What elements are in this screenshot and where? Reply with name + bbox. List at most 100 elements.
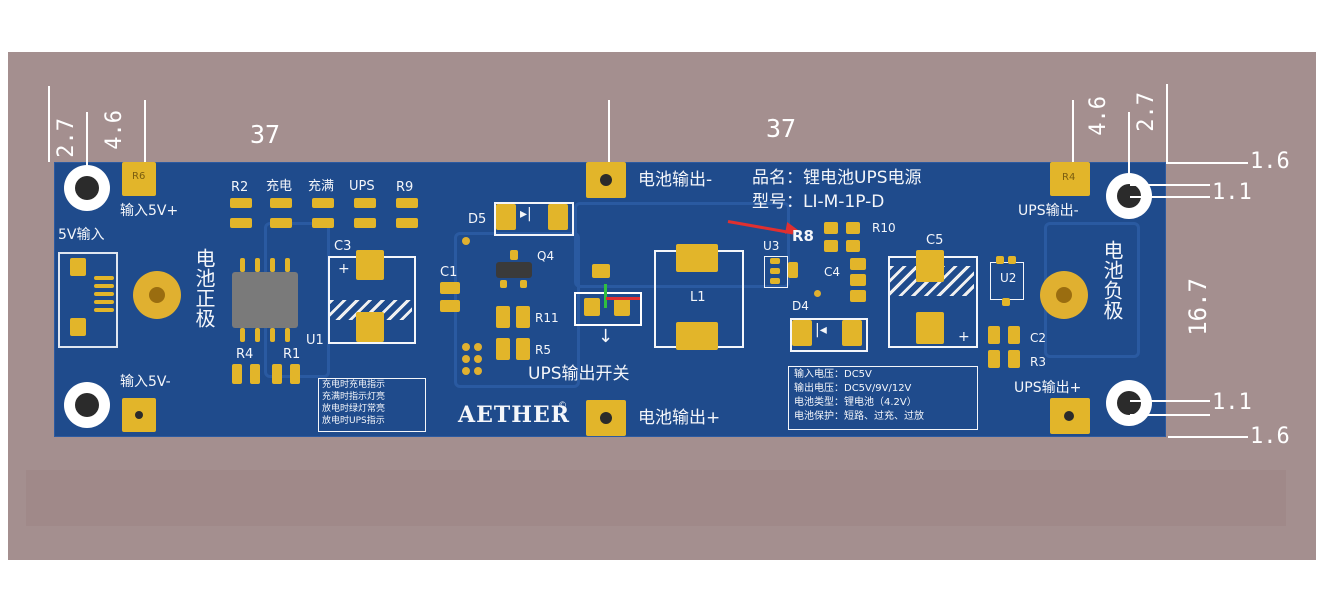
u1-pin [240, 328, 245, 342]
usb-pad [70, 258, 86, 276]
r2-pad [230, 198, 252, 208]
label-r5: R5 [535, 343, 551, 357]
u2-pin [1008, 256, 1016, 264]
r10-pad [846, 240, 860, 252]
dim-top-left-b: 4.6 [102, 110, 127, 150]
usb-connector-outline [58, 252, 118, 348]
dim-width-left: 37 [250, 120, 281, 149]
u1-chip [232, 272, 298, 328]
diode-symbol-icon: ▸| [520, 206, 532, 222]
note-line-4: 放电时UPS指示 [322, 416, 385, 426]
r5-pad [496, 338, 510, 360]
dim-line [1130, 400, 1210, 402]
pad-center [149, 287, 165, 303]
u3-outline [764, 256, 788, 288]
pad-center [600, 174, 612, 186]
label-ups-switch: UPS输出开关 [528, 364, 630, 384]
product-model: 型号：LI-M-1P-D [752, 192, 885, 212]
r10-pad [824, 240, 838, 252]
r11-pad [496, 306, 510, 328]
pad-center [1064, 411, 1074, 421]
label-c2: C2 [1030, 331, 1047, 345]
input-5v-plus-pad [122, 162, 156, 196]
note-line-1: 充电时充电指示 [322, 380, 386, 390]
u1-pin [255, 258, 260, 272]
d4-outline [790, 318, 868, 352]
u1-pin [285, 328, 290, 342]
dim-right-bottom-a: 1.1 [1212, 390, 1252, 415]
pad-ref-r6: R6 [132, 171, 146, 182]
usb-pin [94, 300, 114, 304]
label-input-5v-minus: 输入5V- [120, 374, 171, 390]
label-charge: 充电 [266, 179, 293, 194]
usb-pin [94, 292, 114, 296]
led-pad [270, 218, 292, 228]
r5-pad [516, 338, 530, 360]
r3-pad [988, 350, 1000, 368]
background-lower-band [26, 470, 1286, 526]
test-point [474, 367, 482, 375]
label-r11: R11 [535, 311, 559, 325]
axis-y-icon [604, 284, 607, 308]
label-c5: C5 [926, 233, 944, 248]
test-point [462, 367, 470, 375]
label-r1: R1 [283, 347, 301, 362]
label-battery-negative: 电池负极 [1100, 240, 1124, 320]
brand-logo: AETHER [458, 402, 571, 428]
note-line-3: 放电时绿灯常亮 [322, 404, 386, 414]
label-input-5v: 5V输入 [58, 227, 105, 243]
spec-box [788, 366, 978, 430]
l1-pad [676, 244, 718, 272]
led-pad [354, 198, 376, 208]
dim-right-top-a: 1.6 [1250, 149, 1290, 174]
label-u3: U3 [763, 239, 780, 253]
usb-pin [94, 284, 114, 288]
d5-outline [494, 202, 574, 236]
usb-pin [94, 276, 114, 280]
spec-line-4: 电池保护：短路、过充、过放 [794, 411, 924, 422]
label-u1: U1 [306, 333, 324, 348]
dim-width-right: 37 [766, 114, 797, 143]
dim-line [1130, 184, 1210, 186]
dim-right-top-b: 1.1 [1212, 180, 1252, 205]
u1-pin [270, 328, 275, 342]
u3-pin [770, 268, 780, 274]
label-r9: R9 [396, 180, 414, 195]
dim-line [144, 100, 146, 162]
led-pad [354, 218, 376, 228]
u1-pin [285, 258, 290, 272]
product-name: 品名：锂电池UPS电源 [752, 168, 922, 188]
dim-line [1166, 84, 1168, 164]
dim-line [1168, 436, 1248, 438]
pad-ref-r4: R4 [1062, 172, 1076, 183]
test-point [814, 290, 821, 297]
dim-line [608, 100, 610, 162]
u3-pin [770, 258, 780, 264]
switch-pad [614, 298, 630, 316]
u1-pin [255, 328, 260, 342]
dim-top-right-a: 4.6 [1086, 96, 1111, 136]
d4-pad [842, 320, 862, 346]
spec-line-1: 输入电压：DC5V [794, 369, 872, 380]
note-line-2: 充满时指示灯亮 [322, 392, 386, 402]
c2-pad [988, 326, 1000, 344]
usb-pin [94, 308, 114, 312]
led-pad [270, 198, 292, 208]
c5-pad [916, 312, 944, 344]
trace [574, 202, 790, 288]
u3-pin [770, 278, 780, 284]
c4-pad [850, 274, 866, 286]
c5-pad [916, 250, 944, 282]
dim-line [1168, 162, 1248, 164]
usb-pad [70, 318, 86, 336]
label-ups-out-minus: UPS输出- [1018, 203, 1079, 219]
spec-line-3: 电池类型：锂电池（4.2V） [794, 397, 917, 408]
dim-line [86, 112, 88, 166]
dim-line [1072, 100, 1074, 162]
switch-small-pad [592, 264, 610, 278]
label-c4: C4 [824, 265, 841, 279]
dim-line [1130, 196, 1210, 198]
dim-right-bottom-b: 1.6 [1250, 424, 1290, 449]
u2-pin [996, 256, 1004, 264]
test-point [474, 355, 482, 363]
